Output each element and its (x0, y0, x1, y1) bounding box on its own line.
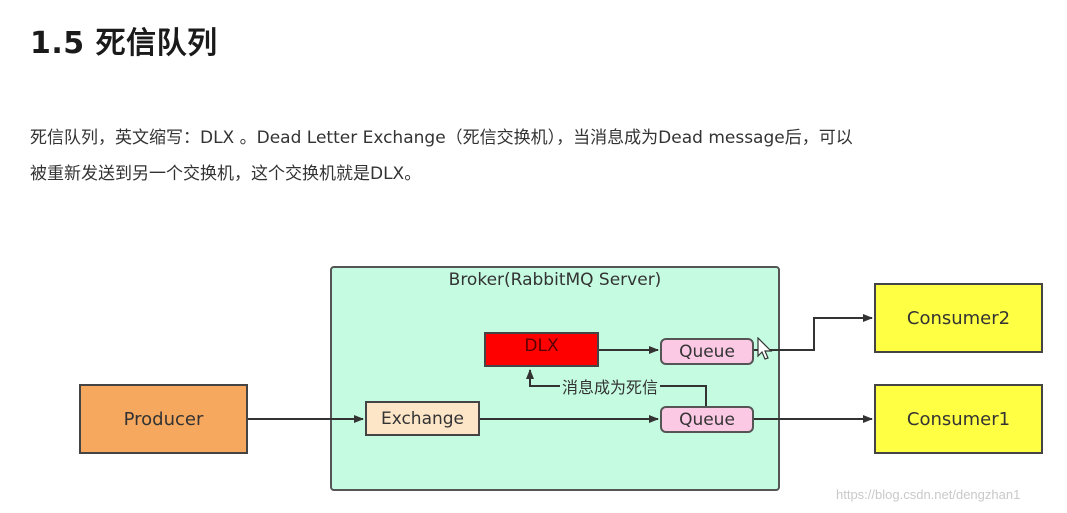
watermark: https://blog.csdn.net/dengzhan1 (836, 487, 1021, 502)
normal-queue-box: Queue (660, 406, 754, 433)
dlx-box: DLX (484, 332, 599, 367)
producer-label: Producer (123, 408, 204, 430)
dead-letter-label: 消息成为死信 (560, 374, 661, 398)
exchange-label: Exchange (380, 408, 465, 429)
exchange-box: Exchange (365, 401, 480, 436)
queue-bottom-label: Queue (679, 409, 735, 430)
consumer2-box: Consumer2 (874, 283, 1043, 353)
consumer1-label: Consumer1 (906, 408, 1011, 430)
broker-box: Broker(RabbitMQ Server) (330, 266, 780, 491)
consumer1-box: Consumer1 (874, 384, 1043, 454)
consumer2-label: Consumer2 (906, 307, 1011, 329)
dlx-label: DLX (524, 336, 559, 356)
broker-label: Broker(RabbitMQ Server) (448, 270, 662, 290)
queue-top-label: Queue (679, 341, 735, 362)
mouse-cursor-icon (757, 337, 773, 360)
dead-letter-queue-box: Queue (660, 338, 754, 365)
description-line-1: 死信队列，英文缩写：DLX 。Dead Letter Exchange（死信交换… (30, 128, 853, 148)
page-title: 1.5 死信队列 (30, 26, 218, 61)
description-line-2: 被重新发送到另一个交换机，这个交换机就是DLX。 (30, 164, 422, 184)
producer-box: Producer (79, 384, 248, 454)
arrow-queue-consumer2 (754, 314, 873, 351)
description-paragraph: 死信队列，英文缩写：DLX 。Dead Letter Exchange（死信交换… (30, 120, 1030, 192)
